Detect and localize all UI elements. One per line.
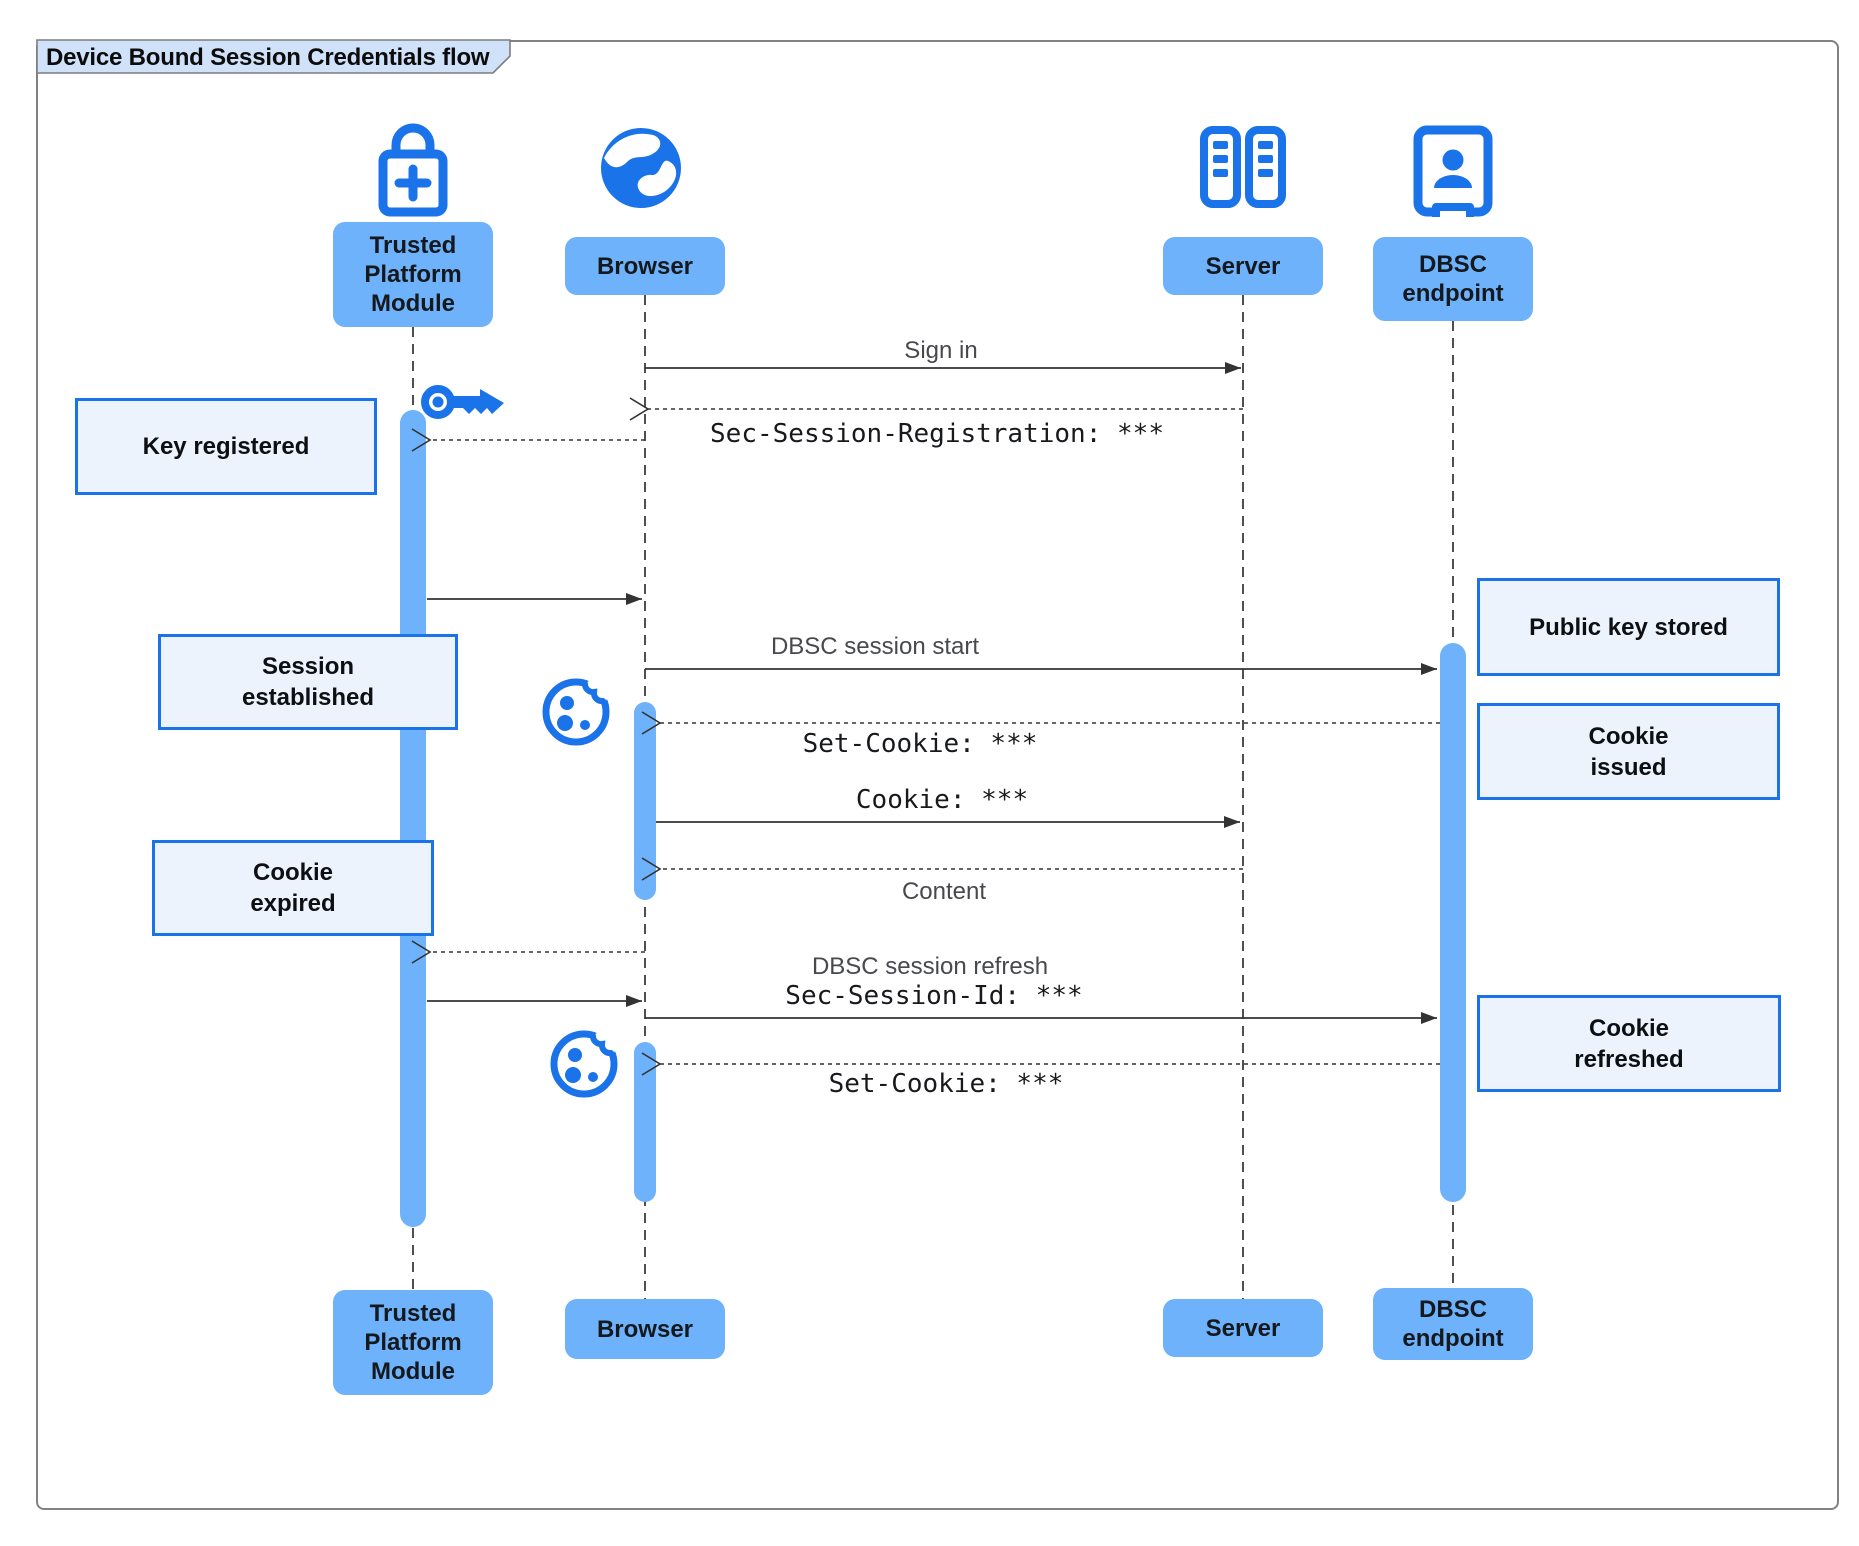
tpm-activation-bar	[400, 410, 426, 1227]
message-set-cookie-1: Set-Cookie: ***	[802, 729, 1038, 759]
note-key-registered: Key registered	[75, 398, 377, 495]
note-cookie-refreshed: Cookie refreshed	[1477, 995, 1781, 1092]
participant-dbsc-bottom: DBSC endpoint	[1373, 1288, 1533, 1360]
participant-browser-bottom: Browser	[565, 1299, 725, 1359]
note-public-key-stored: Public key stored	[1477, 578, 1780, 676]
message-set-cookie-2: Set-Cookie: ***	[828, 1069, 1064, 1099]
participant-browser-top: Browser	[565, 237, 725, 295]
key-icon	[421, 385, 504, 419]
title-tab	[36, 39, 511, 74]
note-session-established: Session established	[158, 634, 458, 730]
message-sign-in: Sign in	[904, 337, 978, 364]
lock-plus-icon	[378, 123, 448, 217]
note-cookie-issued: Cookie issued	[1477, 703, 1780, 800]
participant-server-bottom: Server	[1163, 1299, 1323, 1357]
browser-activation-bar-1	[634, 702, 656, 900]
message-dbsc-session-start: DBSC session start	[770, 633, 980, 660]
message-sec-session-id: Sec-Session-Id: ***	[785, 981, 1083, 1011]
dbsc-activation-bar	[1440, 643, 1466, 1202]
participant-dbsc-top: DBSC endpoint	[1373, 237, 1533, 321]
message-content: Content	[901, 878, 987, 905]
kiosk-person-icon	[1413, 125, 1493, 217]
cookie-icon	[542, 678, 610, 746]
participant-tpm-bottom: Trusted Platform Module	[333, 1290, 493, 1395]
message-cookie: Cookie: ***	[855, 785, 1029, 815]
browser-activation-bar-2	[634, 1042, 656, 1202]
globe-icon	[601, 128, 681, 208]
participant-tpm-top: Trusted Platform Module	[333, 222, 493, 327]
message-dbsc-session-refresh: DBSC session refresh	[811, 953, 1049, 980]
message-sec-session-registration: Sec-Session-Registration: ***	[710, 419, 1164, 449]
diagram-title: Device Bound Session Credentials flow	[46, 43, 490, 71]
note-cookie-expired: Cookie expired	[152, 840, 434, 936]
participant-server-top: Server	[1163, 237, 1323, 295]
cookie-icon	[550, 1030, 618, 1098]
server-racks-icon	[1200, 126, 1286, 208]
